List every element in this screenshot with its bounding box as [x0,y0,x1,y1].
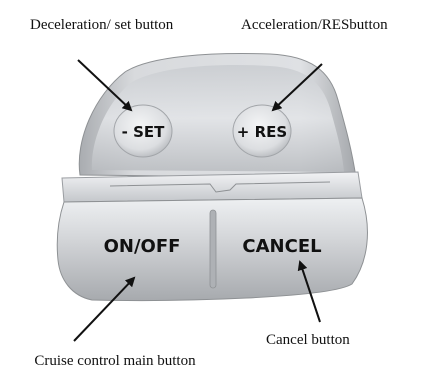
set-button-label: - SET [122,123,165,141]
arrow-acceleration [271,63,323,112]
acceleration-res-callout: Acceleration/RESbutton [241,17,388,33]
deceleration-set-callout: Deceleration/ set button [30,17,174,33]
cancel-button-callout: Cancel button [266,332,350,348]
set-button-disc [113,104,173,158]
cruise-main-callout: Cruise control main button [34,353,196,369]
res-button-disc [232,104,292,158]
arrow-deceleration [77,59,133,112]
center-divider [209,209,217,289]
arrow-cancel [297,260,321,323]
cancel-button-label: CANCEL [242,236,321,257]
onoff-button-label: ON/OFF [104,236,181,257]
res-button-label: + RES [237,123,287,141]
arrow-main [73,276,136,342]
